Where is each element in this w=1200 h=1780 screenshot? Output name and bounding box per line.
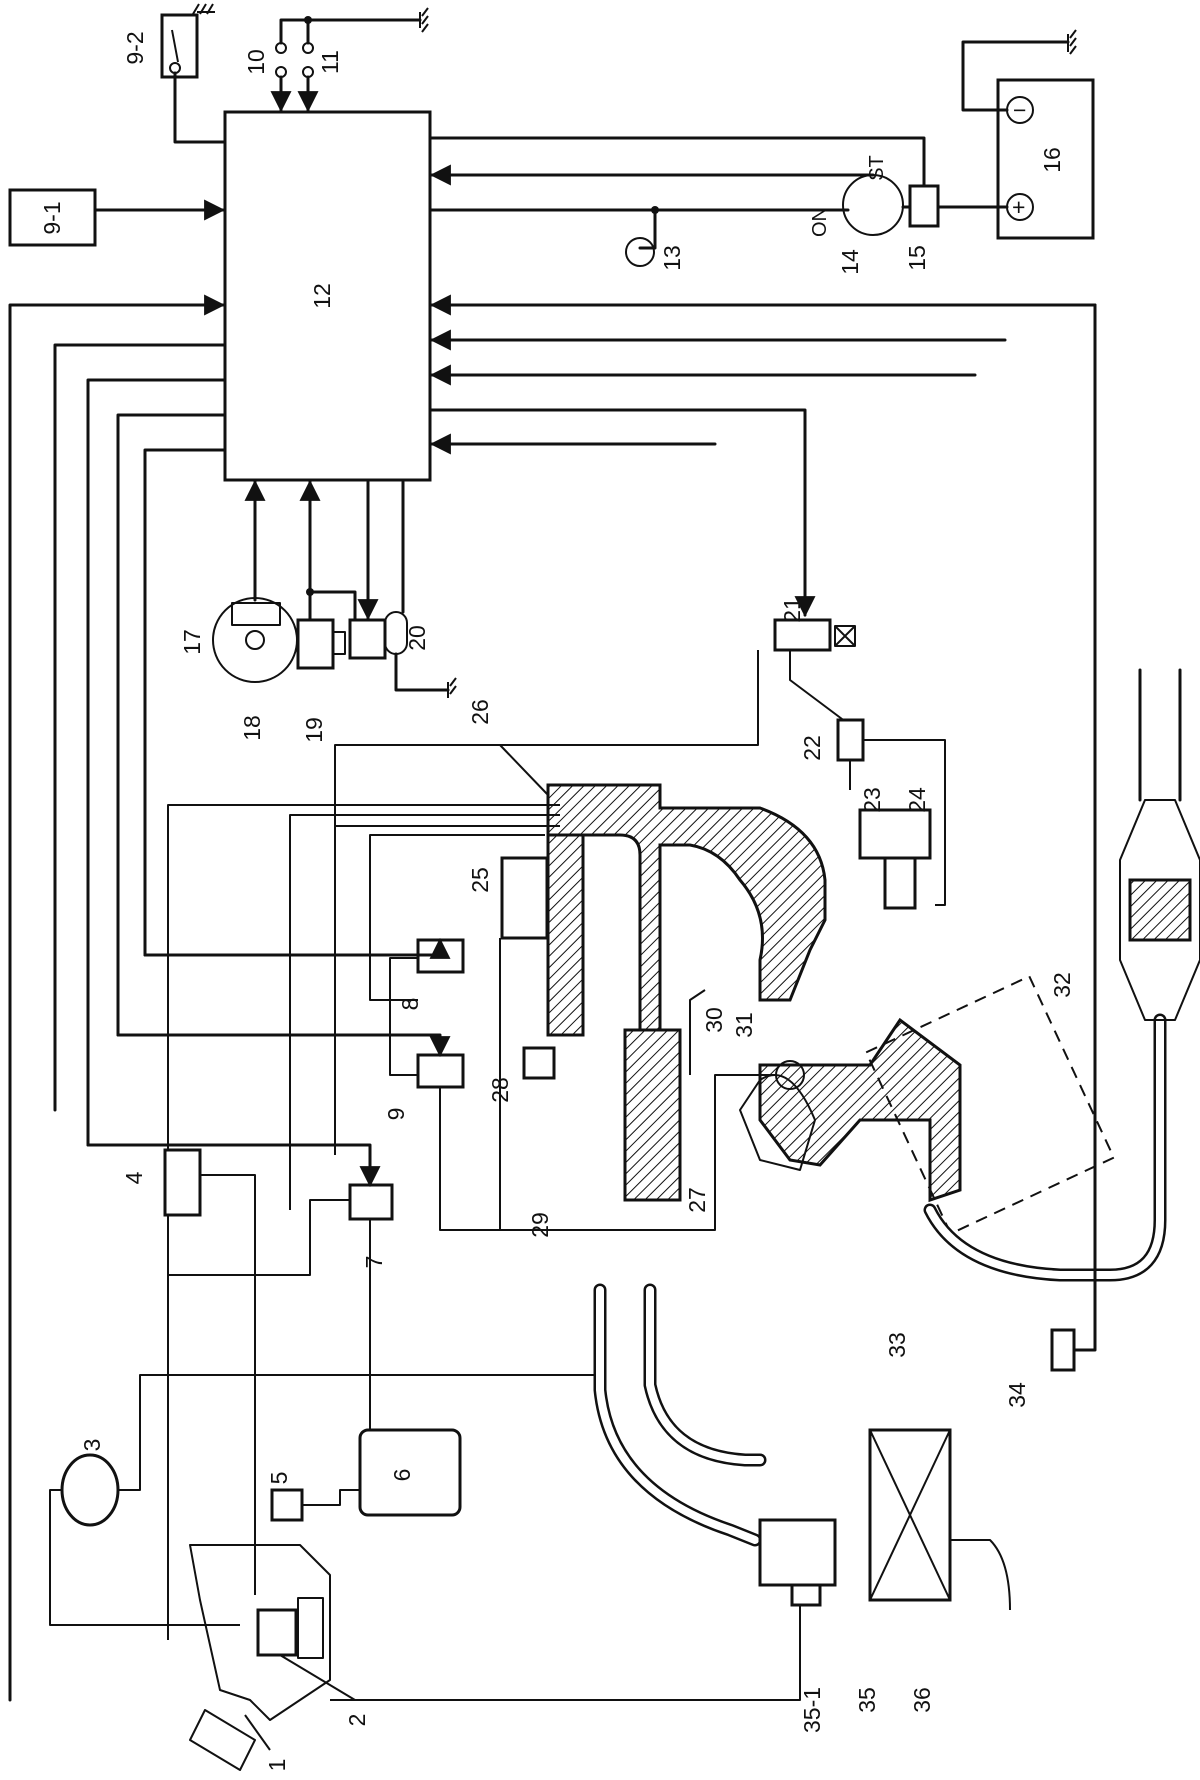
ecu-box <box>223 110 432 482</box>
label-25: 25 <box>467 867 493 893</box>
regulator-25 <box>500 856 549 940</box>
battery-16 <box>996 78 1095 240</box>
label-30: 30 <box>701 1007 727 1033</box>
label-23: 23 <box>859 787 885 813</box>
battery-minus: − <box>1013 97 1026 123</box>
sensor-17 <box>212 597 298 683</box>
label-32: 32 <box>1049 972 1075 998</box>
throttle-plate-30 <box>623 1028 682 1202</box>
label-36: 36 <box>909 1687 935 1713</box>
fuse-15 <box>908 184 940 228</box>
label-6: 6 <box>389 1469 415 1482</box>
unit-19 <box>348 618 387 660</box>
switch-9-2-box <box>160 13 199 79</box>
air-cleaner-1 <box>189 1544 331 1721</box>
label-12: 12 <box>309 283 335 309</box>
label-24: 24 <box>904 787 930 813</box>
label-22: 22 <box>799 735 825 761</box>
damper-3 <box>60 1453 120 1527</box>
label-18: 18 <box>239 715 265 741</box>
label-3: 3 <box>79 1439 105 1452</box>
label-35-1: 35-1 <box>799 1687 825 1733</box>
label-33: 33 <box>884 1332 910 1358</box>
label-21: 21 <box>779 597 805 623</box>
label-16: 16 <box>1039 147 1065 173</box>
ground-symbol <box>192 3 215 15</box>
solenoid-7 <box>348 1183 394 1221</box>
label-14: 14 <box>837 249 863 275</box>
label-9: 9 <box>383 1108 409 1121</box>
label-4: 4 <box>121 1171 147 1184</box>
label-9-2: 9-2 <box>122 31 148 64</box>
label-26: 26 <box>467 699 493 725</box>
switch-on: ON <box>809 207 831 237</box>
sensor-2 <box>256 1608 298 1657</box>
label-31: 31 <box>731 1012 757 1038</box>
label-29: 29 <box>527 1212 553 1238</box>
valve-28 <box>522 1046 556 1080</box>
label-17: 17 <box>179 629 205 655</box>
label-19: 19 <box>301 717 327 743</box>
oxygen-sensor-34 <box>1050 1328 1076 1372</box>
label-20: 20 <box>404 625 430 651</box>
label-10: 10 <box>243 49 269 75</box>
sensor-4 <box>163 1148 202 1217</box>
label-34: 34 <box>1004 1382 1030 1408</box>
sensor-35 <box>758 1518 837 1587</box>
ignition-switch-14 <box>842 174 904 236</box>
solenoid-21 <box>773 618 832 652</box>
cylinder-head <box>758 1017 962 1203</box>
label-5: 5 <box>266 1472 292 1485</box>
sensor-24 <box>883 856 917 910</box>
label-7: 7 <box>361 1256 387 1269</box>
label-11: 11 <box>317 50 343 74</box>
lamp-13 <box>625 237 655 267</box>
catalytic-converter <box>1119 799 1200 1021</box>
switch-st: ST <box>866 155 888 181</box>
valve-5 <box>270 1488 304 1522</box>
sensor-35-1 <box>790 1583 822 1607</box>
battery-plus: + <box>1012 194 1025 220</box>
label-2: 2 <box>344 1714 370 1727</box>
label-27: 27 <box>684 1187 710 1213</box>
actuator-23 <box>858 808 932 860</box>
valve-9 <box>416 1053 465 1089</box>
sensor-9-1-box <box>8 188 97 247</box>
label-13: 13 <box>659 245 685 271</box>
sensor-18 <box>296 618 335 670</box>
label-35: 35 <box>854 1687 880 1713</box>
label-1: 1 <box>264 1759 290 1772</box>
intake-plenum-26 <box>546 783 827 1032</box>
valve-22 <box>836 718 865 762</box>
throttle-body-29 <box>546 833 585 1037</box>
canister-6 <box>358 1428 462 1517</box>
label-15: 15 <box>904 245 930 271</box>
label-9-1: 9-1 <box>39 201 65 234</box>
